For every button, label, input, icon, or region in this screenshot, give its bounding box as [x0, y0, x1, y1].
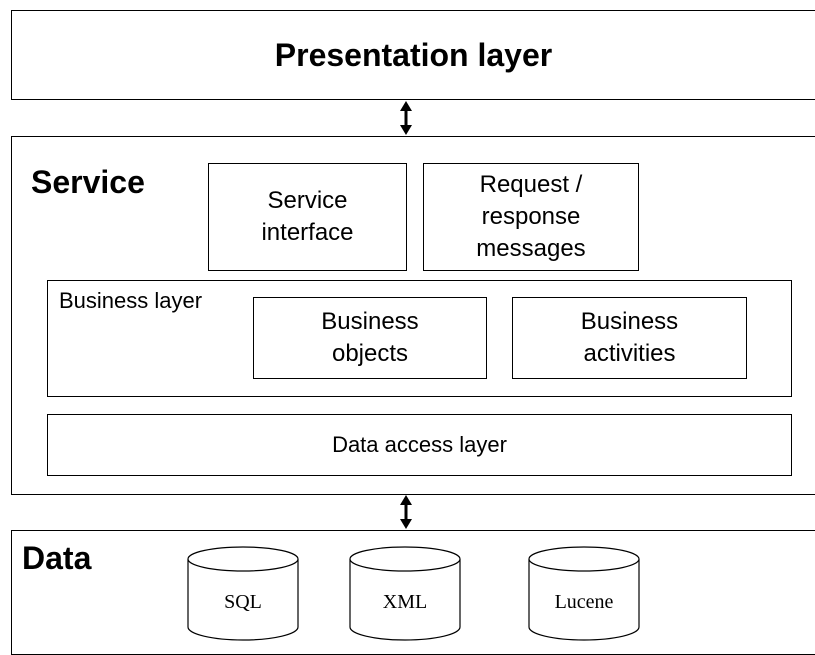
service-interface-label: Service interface: [261, 187, 354, 246]
database-cylinder-xml: XML: [349, 546, 461, 641]
business-activities-label: Business activities: [580, 308, 679, 367]
bidirectional-arrow-top: [400, 101, 412, 135]
presentation-layer-box: Presentation layer: [11, 10, 815, 100]
service-title: Service: [31, 164, 145, 200]
database-label-sql: SQL: [224, 591, 262, 613]
business-activities-box: Business activities: [512, 297, 747, 379]
database-cylinder-sql: SQL: [187, 546, 299, 641]
business-objects-label: Business objects: [321, 308, 419, 367]
data-access-layer-label: Data access layer: [332, 432, 507, 457]
bidirectional-arrow-bottom: [400, 495, 412, 529]
request-response-label: Request / response messages: [476, 171, 586, 262]
database-label-lucene: Lucene: [555, 591, 614, 613]
business-layer-label: Business layer: [59, 288, 203, 313]
presentation-layer-title: Presentation layer: [274, 36, 553, 73]
data-access-layer-box: Data access layer: [47, 414, 792, 476]
business-objects-box: Business objects: [253, 297, 487, 379]
request-response-box: Request / response messages: [423, 163, 639, 271]
database-cylinder-lucene: Lucene: [528, 546, 640, 641]
service-interface-box: Service interface: [208, 163, 407, 271]
data-title: Data: [22, 540, 92, 576]
database-label-xml: XML: [383, 591, 427, 613]
